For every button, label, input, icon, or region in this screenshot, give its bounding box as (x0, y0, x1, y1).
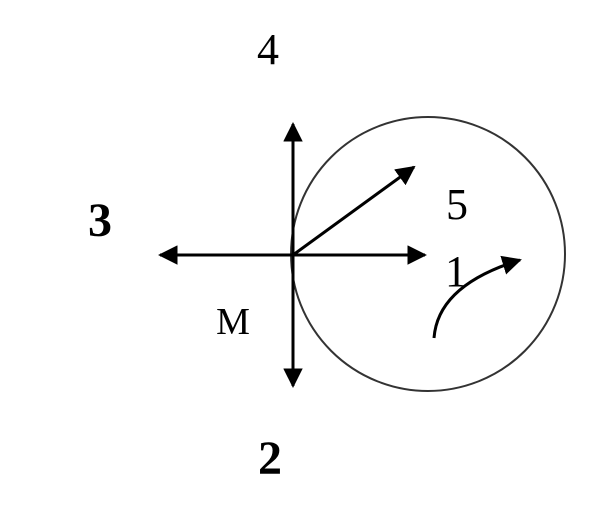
curved-arrow (432, 255, 522, 339)
label-1: 1 (445, 247, 467, 296)
label-5: 5 (446, 180, 468, 229)
label-2: 2 (258, 432, 282, 485)
label-3: 3 (88, 194, 112, 247)
label-M: M (216, 301, 250, 343)
label-4: 4 (257, 25, 279, 74)
arrow-5 (292, 165, 416, 257)
